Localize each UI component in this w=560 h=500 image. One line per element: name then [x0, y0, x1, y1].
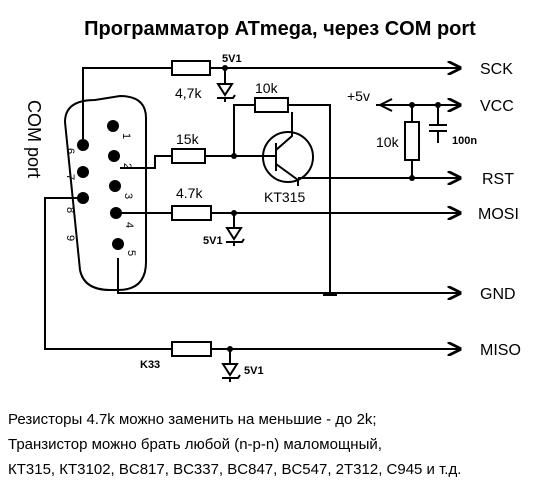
signal-miso: MISO [480, 342, 521, 359]
pin-3 [109, 180, 121, 192]
junction-rst [409, 175, 415, 181]
wire-vcc-left-arrow [379, 98, 393, 112]
zener-sck [216, 83, 236, 102]
signal-rst: RST [482, 171, 514, 188]
pin-4 [110, 207, 122, 219]
resistor-base [171, 148, 206, 164]
resistor-top [254, 97, 289, 113]
pin-2 [108, 150, 120, 162]
label-supply: +5v [347, 88, 370, 104]
pin-8 [77, 192, 89, 204]
pin-1 [107, 120, 119, 132]
pin-label-9: 9 [64, 235, 76, 241]
junction-base [231, 153, 237, 159]
pin-7 [77, 166, 89, 178]
note-line-2: Транзистор можно брать любой (n-p-n) мал… [8, 436, 382, 453]
note-line-1: Резисторы 4.7k можно заменить на меньшие… [8, 411, 377, 428]
pin-label-8: 8 [64, 207, 76, 213]
signal-vcc: VCC [480, 98, 514, 115]
resistor-miso [171, 341, 212, 357]
pin-6 [77, 139, 89, 151]
wire-miso [44, 197, 460, 349]
label-zener-sck: 5V1 [222, 53, 242, 65]
diagram-title: Программатор ATmega, через COM port [84, 18, 476, 40]
transistor-emitter [275, 163, 299, 186]
transistor-collector [275, 126, 293, 151]
wire-sck [82, 68, 460, 145]
junction-vcc-pullup [409, 102, 415, 108]
label-r-miso: K33 [140, 359, 160, 371]
pin-label-3: 3 [122, 193, 134, 199]
signal-mosi: MOSI [478, 206, 519, 223]
notes-block: Резисторы 4.7k можно заменить на меньшие… [8, 407, 556, 482]
label-r-top: 10k [255, 80, 279, 96]
transistor-base [262, 143, 277, 171]
connector-label: COM port [24, 100, 44, 178]
label-cap: 100n [452, 135, 477, 147]
label-r-base: 15k [176, 131, 200, 147]
resistor-sck [171, 60, 211, 76]
pin-label-1: 1 [120, 133, 132, 139]
junction-miso [227, 346, 233, 352]
resistor-pullup [404, 121, 420, 161]
wire-gnd [117, 258, 460, 293]
junction-vcc-cap [435, 102, 441, 108]
pin-5 [112, 238, 124, 250]
label-transistor: KT315 [264, 189, 305, 205]
label-r-mosi: 4.7k [176, 185, 203, 201]
signal-sck: SCK [480, 61, 513, 78]
pin-label-6: 6 [64, 148, 76, 154]
zener-miso [221, 363, 241, 382]
gnd-symbol [323, 285, 337, 296]
note-line-3: КТ315, КТ3102, BC817, BC337, BC847, BC54… [8, 461, 462, 478]
signal-gnd: GND [480, 286, 516, 303]
pin-label-2: 2 [121, 163, 133, 169]
pin-label-5: 5 [125, 250, 137, 256]
resistor-mosi [171, 205, 212, 221]
pin-label-7: 7 [64, 174, 76, 180]
junction-mosi [231, 210, 237, 216]
pin-label-4: 4 [123, 222, 135, 228]
label-zener-mosi: 5V1 [203, 235, 223, 247]
label-r-pullup: 10k [376, 134, 400, 150]
zener-mosi [225, 227, 245, 246]
wire-base-top [233, 104, 331, 295]
junction-sck [222, 65, 228, 71]
label-r-sck: 4,7k [175, 85, 202, 101]
wire-cap [429, 105, 447, 143]
label-zener-miso: 5V1 [244, 365, 264, 377]
